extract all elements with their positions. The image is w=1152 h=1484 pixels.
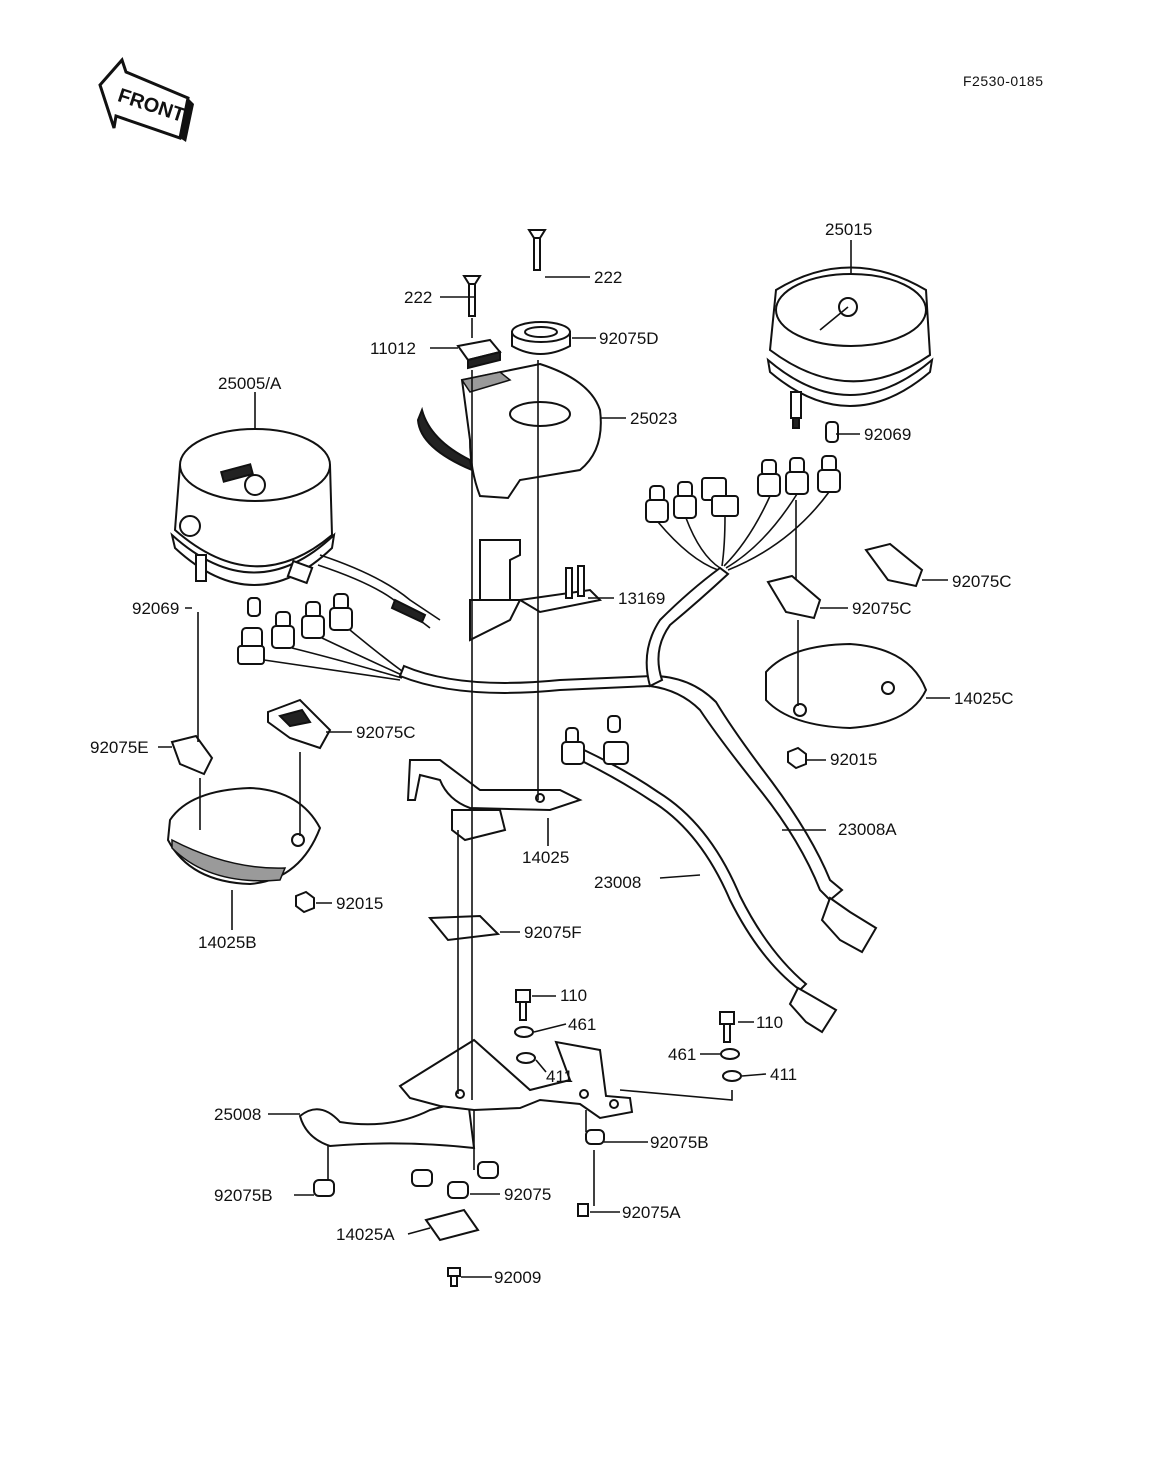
label-92009: 92009 [494,1268,541,1287]
bracket-14025 [406,759,583,842]
speedometer-gauge [170,428,336,586]
screw-222-left-icon [462,275,482,317]
case-14025c [765,642,928,730]
cap-11012 [456,338,502,370]
label-92075c-left: 92075C [356,723,416,742]
diagram-code: F2530-0185 [963,73,1044,89]
washer-461-left-icon [514,1026,534,1038]
label-92075a: 92075A [622,1203,681,1222]
label-222-right: 222 [594,268,622,287]
harness-bulbs [561,715,629,765]
screw-92009-icon [447,1267,461,1287]
label-92075b-left: 92075B [214,1186,273,1205]
label-222-left: 222 [404,288,432,307]
bracket-13169 [469,539,603,642]
label-14025b: 14025B [198,933,257,952]
label-25008: 25008 [214,1105,261,1124]
label-110-right: 110 [756,1013,783,1032]
label-110-left: 110 [560,986,587,1005]
label-92075b-right: 92075B [650,1133,709,1152]
left-bulb-cluster [237,593,407,681]
bolt-110-right-icon [719,1011,735,1043]
bolt-110-left-icon [515,989,531,1021]
label-92015-left: 92015 [336,894,383,913]
washer-411-left-icon [516,1052,536,1064]
case-14025b [166,786,322,886]
cushion-92075e [170,734,214,776]
label-11012: 11012 [370,339,416,358]
screw-222-right-icon [527,229,547,271]
label-23008: 23008 [594,873,641,892]
label-92075: 92075 [504,1185,551,1204]
label-92015-right: 92015 [830,750,877,769]
label-14025c: 14025C [954,689,1014,708]
label-92069-left: 92069 [132,599,179,618]
cushion-92075c-right [766,574,822,620]
tachometer-gauge [766,266,934,429]
washer-411-right-icon [722,1070,742,1082]
label-411-left: 411 [546,1067,573,1086]
label-25015: 25015 [825,220,872,239]
grommet-92075d [511,321,571,355]
label-92075f: 92075F [524,923,582,942]
right-bulb-cluster [645,421,841,523]
label-92069-right: 92069 [864,425,911,444]
label-92075c-right: 92075C [852,599,912,618]
label-461-right: 461 [668,1045,696,1064]
label-23008a: 23008A [838,820,897,839]
base-bracket-25008 [298,1038,634,1150]
label-411-right: 411 [770,1065,797,1084]
label-14025: 14025 [522,848,569,867]
nut-92015-right-icon [787,746,807,770]
bulb-92069-left-icon [247,597,261,617]
cushion-92075c-far-right [864,542,924,588]
label-92075e: 92075E [90,738,149,757]
pad-14025a [424,1208,480,1242]
label-13169: 13169 [618,589,665,608]
label-25005a: 25005/A [218,374,282,393]
label-92075c-far-right: 92075C [952,572,1012,591]
label-461-left: 461 [568,1015,596,1034]
front-arrow-icon: FRONT [98,57,194,142]
meter-cover-25023 [416,362,602,500]
rubber-mounts [313,1129,605,1217]
nut-92015-left-icon [295,890,315,914]
label-25023: 25023 [630,409,677,428]
pad-92075f [427,914,501,942]
washer-461-right-icon [720,1048,740,1060]
label-14025a: 14025A [336,1225,395,1244]
label-92075d: 92075D [599,329,659,348]
